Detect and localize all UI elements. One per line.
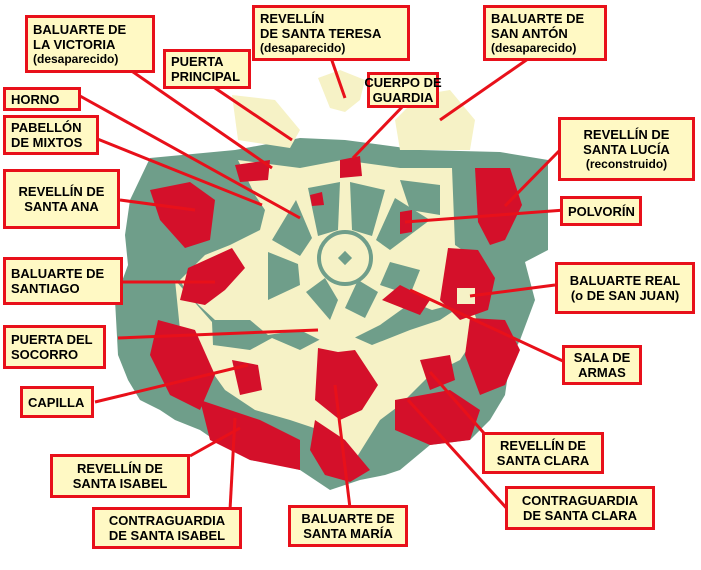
label-baluarte-maria: BALUARTE DE SANTA MARÍA xyxy=(288,505,408,547)
leader-lines xyxy=(79,43,566,514)
label-puerta-socorro: PUERTA DEL SOCORRO xyxy=(3,325,106,369)
label-baluarte-victoria: BALUARTE DE LA VICTORIA (desaparecido) xyxy=(25,15,155,73)
label-line: CUERPO DE xyxy=(364,75,442,90)
label-line: SANTA MARÍA xyxy=(303,526,393,541)
label-line: SANTIAGO xyxy=(11,281,80,296)
central-fountain xyxy=(337,250,353,266)
label-revellin-ana: REVELLÍN DE SANTA ANA xyxy=(3,169,120,229)
label-line: ARMAS xyxy=(578,365,626,380)
label-line: SANTA CLARA xyxy=(496,453,590,468)
label-line: PRINCIPAL xyxy=(171,69,241,84)
label-line: DE MIXTOS xyxy=(11,135,83,150)
label-line: BALUARTE REAL xyxy=(569,273,681,288)
label-line: (o DE SAN JUAN) xyxy=(570,288,680,303)
label-line: REVELLÍN DE xyxy=(77,461,163,476)
label-baluarte-santiago: BALUARTE DE SANTIAGO xyxy=(3,257,123,305)
label-line: DE SANTA ISABEL xyxy=(108,528,226,543)
label-cuerpo-guardia: CUERPO DE GUARDIA xyxy=(364,72,442,108)
inner-plots xyxy=(268,180,440,320)
label-revellin-isabel: REVELLÍN DE SANTA ISABEL xyxy=(50,454,190,498)
label-line: HORNO xyxy=(11,91,60,107)
label-line: CAPILLA xyxy=(28,394,85,410)
label-line: SOCORRO xyxy=(11,347,79,362)
label-line: POLVORÍN xyxy=(568,203,635,219)
label-line: CONTRAGUARDIA xyxy=(521,493,639,508)
label-contraguardia-isabel: CONTRAGUARDIA DE SANTA ISABEL xyxy=(92,507,242,549)
label-puerta-principal: PUERTA PRINCIPAL xyxy=(163,49,251,89)
label-line: PABELLÓN xyxy=(11,120,82,135)
label-revellin-teresa: REVELLÍN DE SANTA TERESA (desaparecido) xyxy=(252,5,410,61)
label-line: DE SANTA TERESA xyxy=(260,25,382,41)
bastions xyxy=(150,156,522,482)
label-line: (desaparecido) xyxy=(260,40,346,55)
label-line: REVELLÍN DE xyxy=(500,438,586,453)
label-line: LA VICTORIA xyxy=(33,36,116,52)
label-line: BALUARTE DE xyxy=(11,266,105,281)
label-line: REVELLÍN xyxy=(260,10,325,26)
label-line: CONTRAGUARDIA xyxy=(108,513,226,528)
label-sala-armas: SALA DE ARMAS xyxy=(562,345,642,385)
label-line: REVELLÍN DE xyxy=(18,184,105,199)
label-contraguardia-clara: CONTRAGUARDIA DE SANTA CLARA xyxy=(505,486,655,530)
label-line: (desaparecido) xyxy=(33,51,119,66)
label-capilla: CAPILLA xyxy=(20,386,94,418)
label-line: PUERTA DEL xyxy=(11,332,93,347)
label-revellin-lucia: REVELLÍN DE SANTA LUCÍA (reconstruido) xyxy=(558,117,695,181)
label-line: BALUARTE DE xyxy=(491,10,585,26)
label-revellin-clara: REVELLÍN DE SANTA CLARA xyxy=(482,432,604,474)
label-polvorin: POLVORÍN xyxy=(560,196,642,226)
label-line: REVELLÍN DE xyxy=(583,126,670,142)
label-line: (desaparecido) xyxy=(491,40,577,55)
label-baluarte-anton: BALUARTE DE SAN ANTÓN (desaparecido) xyxy=(483,5,607,61)
label-line: SAN ANTÓN xyxy=(491,25,568,41)
label-line: DE SANTA CLARA xyxy=(522,508,638,523)
label-line: GUARDIA xyxy=(372,90,434,105)
label-baluarte-real: BALUARTE REAL (o DE SAN JUAN) xyxy=(555,262,695,314)
label-line: SALA DE xyxy=(573,350,631,365)
label-line: BALUARTE DE xyxy=(301,511,395,526)
label-line: SANTA LUCÍA xyxy=(583,141,670,157)
label-pabellon-mixtos: PABELLÓN DE MIXTOS xyxy=(3,115,99,155)
label-line: PUERTA xyxy=(171,54,224,69)
label-line: SANTA ANA xyxy=(24,199,99,214)
label-horno: HORNO xyxy=(3,87,81,111)
label-line: SANTA ISABEL xyxy=(72,476,168,491)
label-line: (reconstruido) xyxy=(585,156,668,171)
label-line: BALUARTE DE xyxy=(33,21,127,37)
